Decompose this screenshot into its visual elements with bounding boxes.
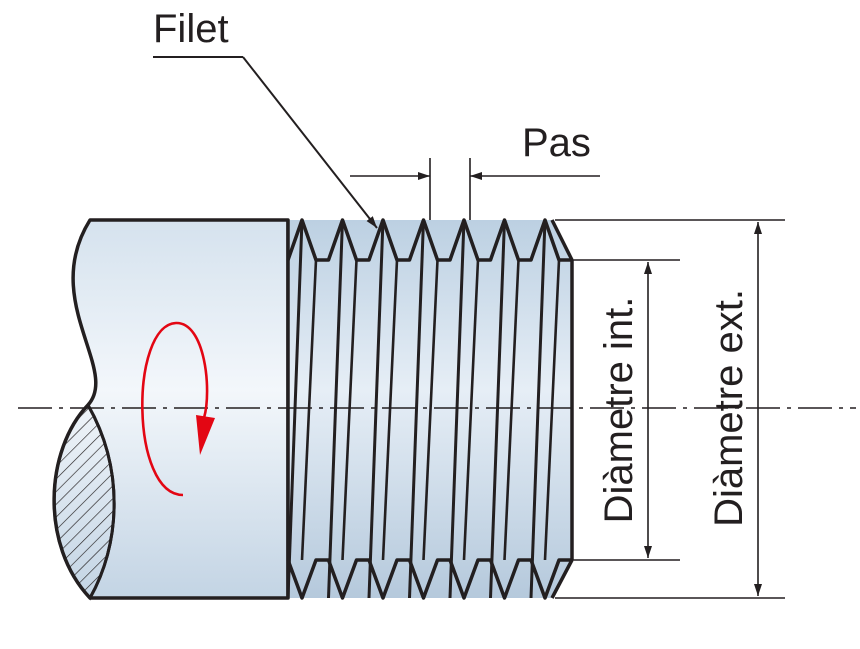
thread-root-line [503,259,520,561]
filet-leader-line [242,56,378,229]
external-diameter-dimension: Diàmetre ext. [555,219,785,599]
thread-bottom-profile [286,558,572,600]
thread-crest-line [489,219,506,599]
thread-crest-line [448,219,466,599]
thread-root-line [422,259,439,561]
thread-crest-line [327,219,344,599]
filet-label: Filet [153,7,229,51]
thread-root-line [300,259,318,561]
thread-root-line [462,259,480,561]
internal-diameter-dimension: Diàmetre int. [570,259,680,561]
thread-crest-line [408,219,425,599]
pas-label: Pas [522,121,591,165]
threaded-section [286,218,574,600]
thread-end-chamfer-bottom [550,559,574,599]
thread-root-line [341,259,358,561]
diametre-int-label: Diàmetre int. [597,297,641,524]
thread-crest-line [529,219,547,599]
thread-crest-line [286,219,304,599]
thread-top-profile [286,218,572,262]
shaft [52,218,290,601]
thread-root-line [543,259,561,561]
rotation-arrow-icon [141,321,215,497]
thread-crest-line [367,219,385,599]
pitch-dimension: Pas [350,121,600,220]
filet-annotation: Filet [153,7,378,229]
diametre-ext-label: Diàmetre ext. [707,289,751,527]
thread-end-chamfer-top [550,219,574,261]
shaft-break-line [86,404,116,599]
thread-root-line [381,259,399,561]
